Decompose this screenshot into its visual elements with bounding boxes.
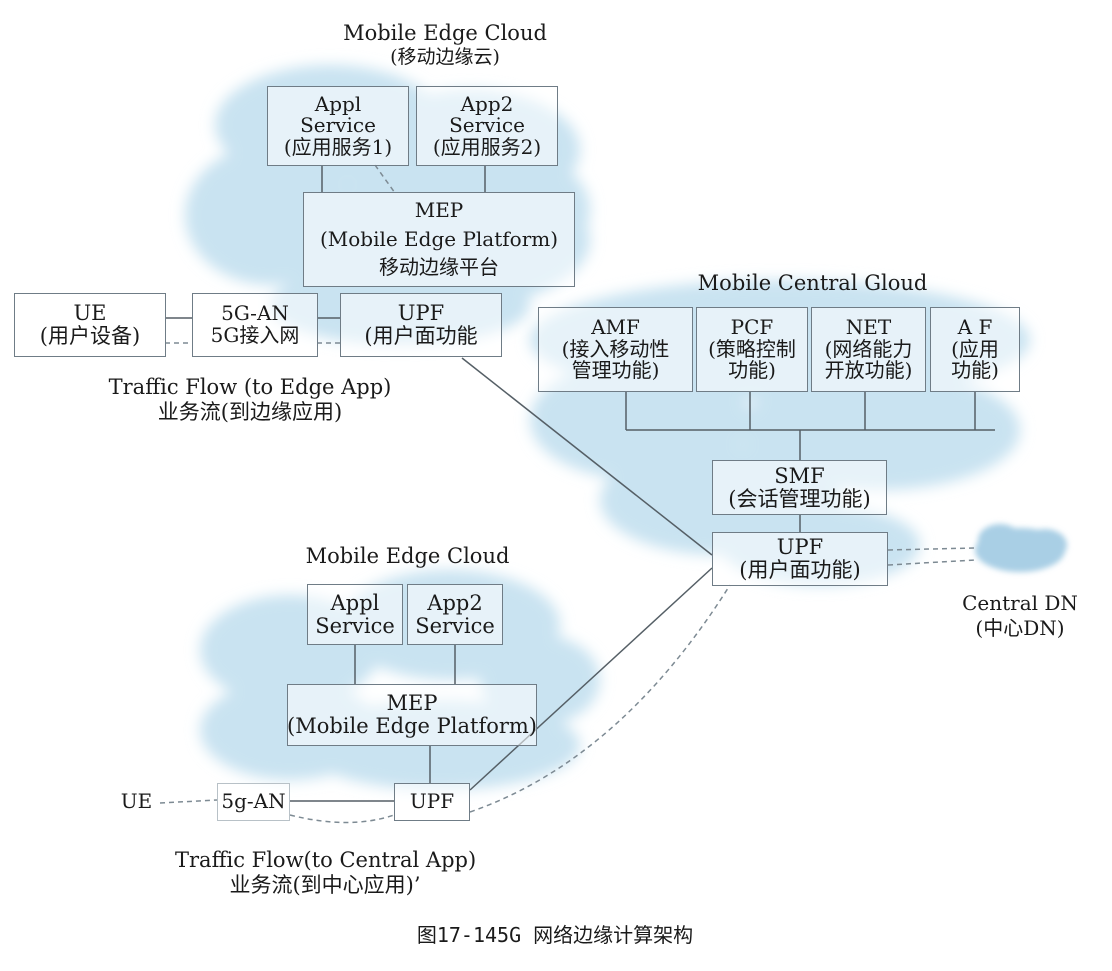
bottom-app2-service: App2 Service xyxy=(407,584,503,645)
top-app1-service: Appl Service (应用服务1) xyxy=(267,86,409,166)
link-upf-dn-1 xyxy=(887,547,976,551)
central-smf: SMF (会话管理功能) xyxy=(712,460,887,515)
central-upf: UPF (用户面功能) xyxy=(712,532,888,586)
link-app1-mep-dashed xyxy=(374,164,396,194)
central-net: NET (网络能力 开放功能) xyxy=(811,307,926,392)
central-pcf: PCF (策略控制 功能) xyxy=(696,307,808,392)
bottom-mep: MEP (Mobile Edge Platform) xyxy=(287,684,537,746)
bottom-upf: UPF xyxy=(394,783,470,821)
central-amf: AMF (接入移动性 管理功能) xyxy=(538,307,693,392)
top-upf: UPF (用户面功能 xyxy=(340,293,502,357)
top-ue: UE (用户设备) xyxy=(14,293,166,357)
bottom-traffic-flow-label: Traffic Flow(to Central App) 业务流(到中心应用)’ xyxy=(175,848,477,898)
central-dn-cloud xyxy=(975,524,1067,572)
bottom-ue: UE xyxy=(120,789,153,814)
top-app2-service: App2 Service (应用服务2) xyxy=(416,86,558,166)
central-af: A F (应用 功能) xyxy=(930,307,1020,392)
bottom-edge-cloud-title: Mobile Edge Cloud xyxy=(305,544,510,568)
top-5g-an: 5G-AN 5G接入网 xyxy=(192,293,318,357)
link-top-upf-central-upf xyxy=(461,357,713,556)
link-bottom-an-upf-dashed xyxy=(289,814,395,824)
link-upf-dn-2 xyxy=(887,559,976,566)
top-traffic-flow-label: Traffic Flow (to Edge App) 业务流(到边缘应用) xyxy=(108,375,392,425)
bottom-app1-service: Appl Service xyxy=(307,584,403,645)
link-bottom-upf-central-upf xyxy=(469,567,713,791)
link-bottom-upf-central-upf-dashed xyxy=(469,584,731,813)
central-dn-label: Central DN (中心DN) xyxy=(962,591,1078,640)
central-cloud-title: Mobile Central Gloud xyxy=(697,271,928,295)
figure-caption: 图17-145G 网络边缘计算架构 xyxy=(416,923,694,947)
bottom-5g-an: 5g-AN xyxy=(217,783,290,821)
top-mep: MEP (Mobile Edge Platform) 移动边缘平台 xyxy=(303,192,575,287)
link-bottom-ue-an xyxy=(159,799,218,804)
top-edge-cloud-title: Mobile Edge Cloud (移动边缘云) xyxy=(343,21,547,69)
